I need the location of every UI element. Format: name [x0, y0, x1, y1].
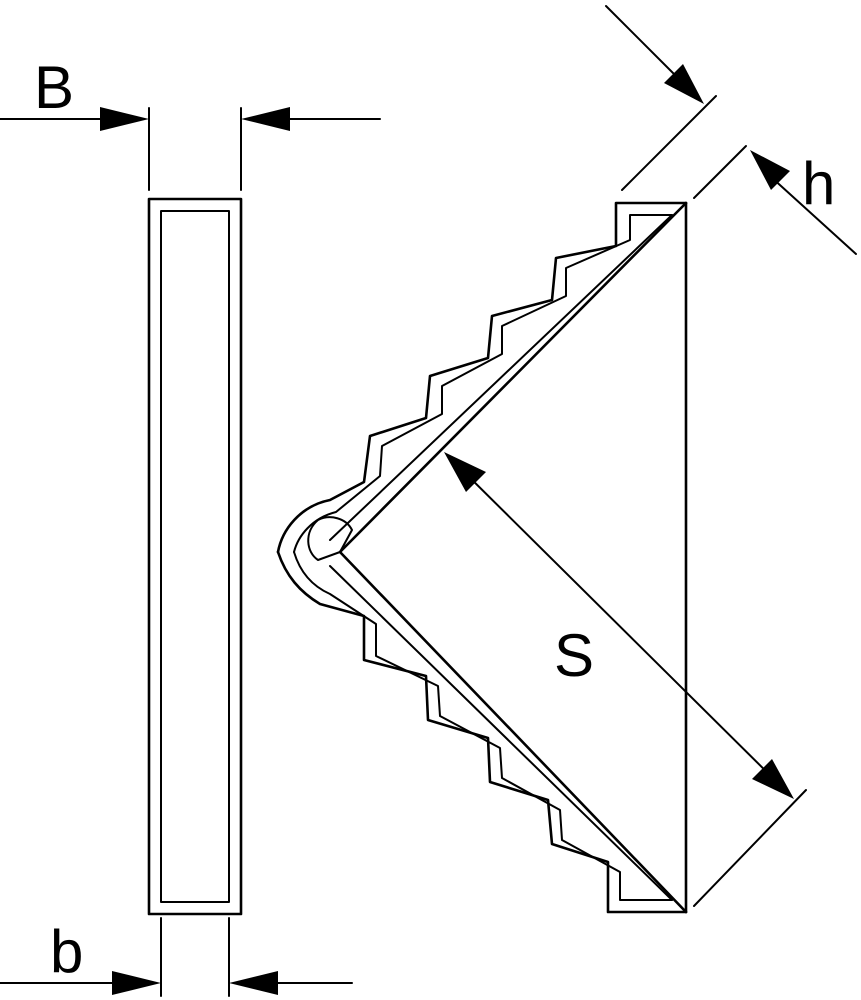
dimension-h-leader-bottom: [769, 175, 857, 255]
dimension-h-leader-top: [605, 5, 681, 81]
dimension-b: b: [0, 917, 353, 997]
dimension-S-line: [447, 455, 791, 796]
dimension-B-arrow-left: [100, 107, 149, 131]
dimension-b-label: b: [50, 918, 83, 985]
profile-wall-upper: [329, 214, 673, 541]
profile-teeth-lower: [276, 550, 688, 914]
profile-teeth-upper-inner: [293, 214, 673, 553]
profile-inner-edge-lower: [338, 550, 688, 914]
dimension-h-label: h: [802, 150, 835, 217]
dimension-B: B: [0, 54, 381, 191]
dimension-h-arrow-top: [664, 64, 704, 104]
dimension-S: S: [444, 452, 807, 907]
dimension-h-extension-outer: [621, 95, 717, 191]
dimension-h-arrow-bottom: [750, 150, 790, 190]
dimension-h-extension-inner: [693, 145, 747, 199]
dimension-B-arrow-right: [241, 107, 290, 131]
side-view-outer-outline: [147, 197, 243, 916]
dimension-b-arrow-left: [112, 971, 161, 995]
front-view: [276, 201, 688, 914]
profile-apex-detail: [307, 516, 353, 561]
dimension-S-label: S: [554, 622, 594, 689]
profile-inner-edge-upper: [338, 201, 688, 554]
profile-teeth-upper: [276, 201, 688, 554]
side-view-inner-outline: [160, 210, 230, 903]
profile-teeth-lower-inner: [293, 551, 673, 901]
dimension-h: h: [605, 5, 857, 255]
dimension-S-arrow-end: [752, 759, 794, 799]
side-view: [147, 197, 243, 916]
dimension-B-label: B: [34, 54, 74, 121]
dimension-b-arrow-right: [229, 971, 278, 995]
dimension-S-extension: [693, 789, 807, 907]
profile-wall-lower: [329, 565, 673, 901]
dimension-S-arrow-start: [444, 452, 486, 492]
